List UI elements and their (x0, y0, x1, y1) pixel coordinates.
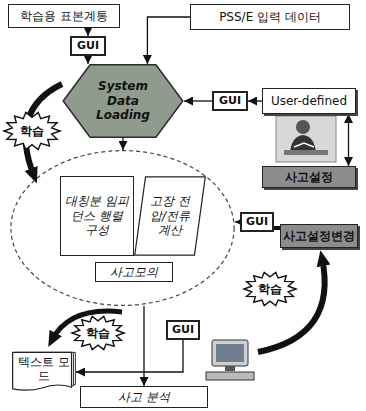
computer-icon (206, 340, 254, 380)
gui-box: GUI (240, 212, 274, 232)
learning-burst: 학습 (4, 112, 60, 150)
fault-setting-box: 사고설정 (262, 166, 356, 188)
connector (147, 17, 190, 64)
node-label: PSS/E 입력 데이터 (219, 10, 321, 24)
learning-burst: 학습 (244, 272, 296, 306)
node-label: 학습용 표본계통 (20, 9, 108, 23)
gui-box: GUI (166, 320, 200, 340)
learning-curve-arrow (258, 258, 325, 352)
loading-hexagon: System Data Loading (62, 64, 184, 138)
node-label: 텍스트 모드 (16, 355, 72, 384)
node-label: User-defined (271, 94, 347, 108)
connector (87, 28, 88, 36)
node-label: 학습 (20, 124, 44, 138)
simulation-region: 사고모의 대칭분 임피던스 행렬 구성 고장 전압/전류 계산 (10, 150, 235, 306)
node-label: 대칭분 임피던스 행렬 구성 (65, 194, 129, 237)
user-defined-box: User-defined (262, 88, 356, 114)
gui-box: GUI (70, 36, 106, 56)
node-label: 학습 (258, 282, 282, 296)
node-label: GUI (77, 39, 99, 52)
node-label: GUI (219, 94, 241, 107)
input-data-box: PSS/E 입력 데이터 (190, 4, 350, 30)
node-label: 사고 분석 (118, 390, 170, 404)
node-label: 사고설정변경 (283, 229, 355, 243)
connector (87, 56, 88, 64)
gui-box: GUI (212, 91, 248, 111)
connector (184, 100, 212, 101)
connector (248, 100, 262, 101)
matrix-box: 대칭분 임피던스 행렬 구성 (60, 176, 134, 256)
calculation-box: 고장 전압/전류 계산 (134, 176, 206, 256)
source-box: 학습용 표본계통 (8, 4, 120, 28)
node-label: 학습 (86, 326, 110, 340)
node-label: GUI (246, 215, 268, 228)
fault-change-box: 사고설정변경 (280, 224, 358, 248)
connector (122, 138, 123, 150)
learning-burst: 학습 (72, 316, 124, 350)
node-label: GUI (172, 323, 194, 336)
connector (143, 306, 144, 386)
node-label: 사고모의 (95, 262, 173, 282)
analysis-box: 사고 분석 (80, 386, 208, 408)
person-figure (276, 116, 336, 162)
node-label: System Data Loading (82, 79, 164, 122)
node-label: 고장 전압/전류 계산 (146, 194, 194, 237)
text-mode-document: 텍스트 모드 (12, 352, 76, 392)
connector (348, 114, 349, 166)
node-label: 사고설정 (285, 170, 333, 184)
